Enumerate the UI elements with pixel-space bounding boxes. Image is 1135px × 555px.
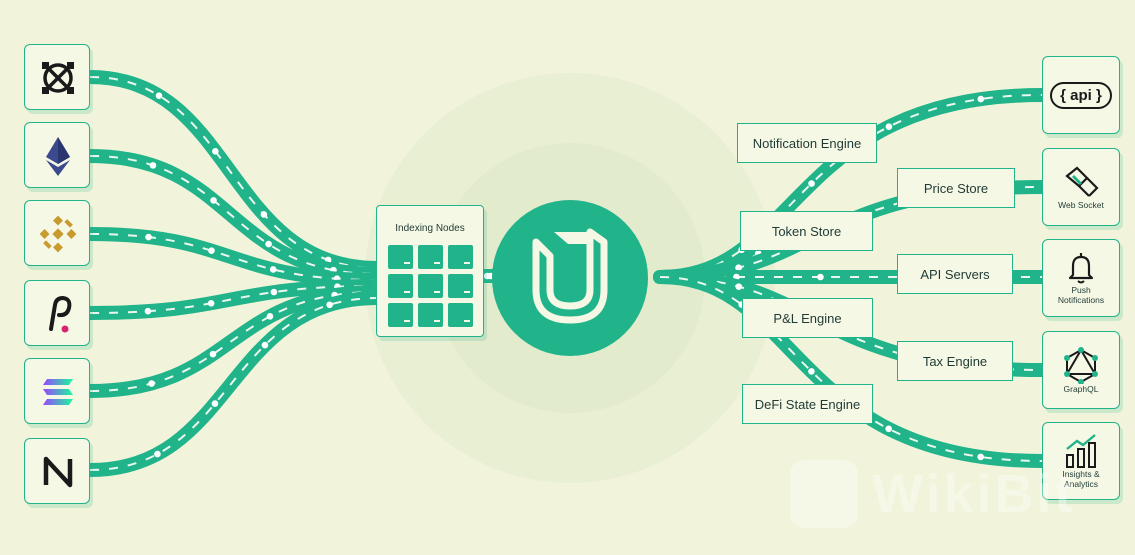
wire-near-dash bbox=[89, 297, 379, 471]
wire-group bbox=[83, 70, 1049, 477]
cosmos-icon bbox=[42, 62, 74, 94]
destination-insights-analytics[interactable]: Insights & Analytics bbox=[1042, 422, 1120, 500]
wire-price-store-dot bbox=[735, 264, 742, 272]
wire-near-dot bbox=[326, 301, 333, 309]
indexing-nodes-title: Indexing Nodes bbox=[395, 223, 465, 234]
wire-solana-dot bbox=[209, 350, 217, 358]
watermark-text: WikiBit bbox=[872, 464, 1076, 524]
indexing-nodes-panel[interactable]: Indexing Nodes bbox=[376, 205, 484, 337]
wire-ethereum-dot bbox=[210, 197, 217, 204]
polkadot-icon bbox=[49, 295, 72, 333]
source-solana[interactable] bbox=[24, 358, 90, 424]
source-cosmos[interactable] bbox=[24, 44, 90, 110]
defi-state-engine-box[interactable]: DeFi State Engine bbox=[742, 384, 873, 424]
solana-icon bbox=[43, 379, 73, 405]
wire-polkadot-dot bbox=[144, 307, 152, 315]
destination-web-socket[interactable]: Web Socket bbox=[1042, 148, 1120, 226]
wire-defi-dot bbox=[808, 368, 815, 375]
wire-cosmos-dot bbox=[260, 211, 268, 218]
wire-solana-dash bbox=[89, 291, 379, 392]
wire-bnb bbox=[83, 227, 385, 287]
wire-notification-dot bbox=[885, 123, 893, 131]
api-icon: { api } bbox=[1050, 81, 1112, 109]
wire-near-dot bbox=[261, 341, 269, 349]
wire-bnb-dot bbox=[269, 266, 277, 273]
wire-notification-dash bbox=[659, 94, 1043, 278]
tax-engine-box[interactable]: Tax Engine bbox=[897, 341, 1013, 381]
watermark: WikiBit bbox=[790, 458, 1076, 530]
node-grid bbox=[388, 245, 473, 327]
wire-defi-dot bbox=[977, 453, 984, 461]
insights-label-line2: Analytics bbox=[1063, 479, 1098, 489]
graphql-icon bbox=[1064, 347, 1098, 384]
wire-notification-dot bbox=[808, 180, 815, 187]
near-icon bbox=[43, 456, 73, 488]
unmarshal-hub[interactable] bbox=[490, 198, 650, 358]
destination-api[interactable]: { api } bbox=[1042, 56, 1120, 134]
push-label-line1: Push bbox=[1071, 285, 1091, 295]
wire-polkadot-dot bbox=[207, 299, 215, 307]
bnb-chain-icon bbox=[39, 215, 77, 253]
destination-graphql[interactable]: GraphQL bbox=[1042, 331, 1120, 409]
wire-bnb-dot bbox=[145, 233, 152, 241]
source-ethereum[interactable] bbox=[24, 122, 90, 188]
token-store-box[interactable]: Token Store bbox=[740, 211, 873, 251]
notification-engine-box[interactable]: Notification Engine bbox=[737, 123, 877, 163]
destination-push-notifications[interactable]: Push Notifications bbox=[1042, 239, 1120, 317]
wire-ethereum-dot bbox=[149, 162, 157, 169]
wire-solana-dot bbox=[148, 380, 155, 387]
web-socket-label: Web Socket bbox=[1058, 200, 1104, 210]
wire-cosmos-dot bbox=[155, 92, 163, 99]
graphql-label: GraphQL bbox=[1063, 384, 1099, 394]
wire-solana-dot bbox=[266, 313, 274, 320]
ethereum-icon bbox=[46, 137, 70, 176]
watermark-logo-icon bbox=[790, 460, 858, 528]
wire-notification-dot bbox=[977, 95, 985, 103]
web-socket-icon bbox=[1065, 166, 1099, 197]
wire-tax-dot bbox=[735, 283, 743, 290]
bell-icon bbox=[1068, 253, 1094, 284]
wire-bnb-dot bbox=[208, 247, 215, 254]
wire-cosmos-dot bbox=[212, 147, 219, 155]
api-servers-box[interactable]: API Servers bbox=[897, 254, 1013, 294]
source-bnb-chain[interactable] bbox=[24, 200, 90, 266]
wire-polkadot-dash bbox=[89, 285, 379, 314]
insights-label-line1: Insights & bbox=[1062, 469, 1100, 479]
wire-ethereum-dot bbox=[265, 240, 272, 248]
pnl-engine-box[interactable]: P&L Engine bbox=[742, 298, 873, 338]
wire-ethereum-dash bbox=[89, 155, 379, 275]
push-label-line2: Notifications bbox=[1057, 295, 1105, 305]
wire-near-dot bbox=[154, 450, 161, 458]
analytics-icon bbox=[1066, 434, 1096, 468]
wire-polkadot-dot bbox=[270, 288, 278, 296]
wire-near-dot bbox=[211, 400, 219, 407]
source-polkadot[interactable] bbox=[24, 280, 90, 346]
wire-cosmos-dash bbox=[89, 76, 379, 269]
wire-api-servers-dot bbox=[817, 273, 824, 281]
wire-defi-dash bbox=[659, 276, 1043, 462]
source-near[interactable] bbox=[24, 438, 90, 504]
wire-defi-dot bbox=[885, 425, 892, 433]
price-store-box[interactable]: Price Store bbox=[897, 168, 1015, 208]
